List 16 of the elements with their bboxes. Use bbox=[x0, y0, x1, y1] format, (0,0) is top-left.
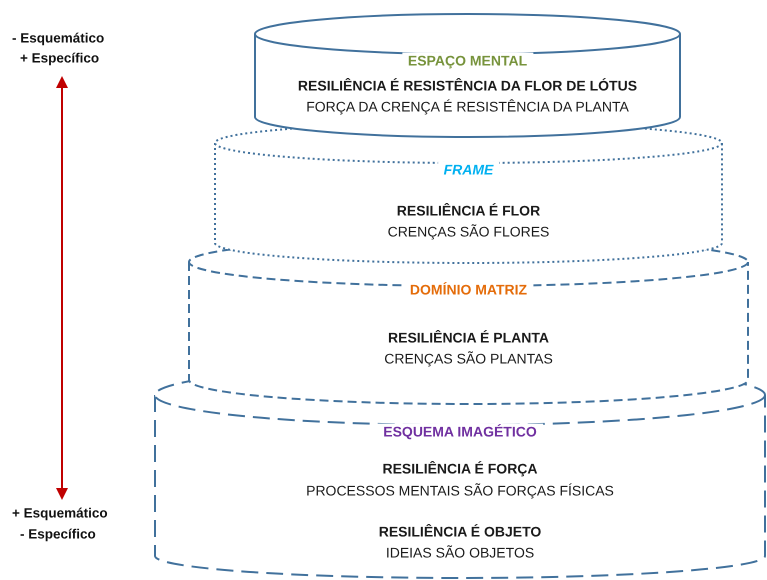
metaphor-text: IDEIAS SÃO OBJETOS bbox=[386, 544, 534, 562]
metaphor-heading: RESILIÊNCIA É RESISTÊNCIA DA FLOR DE LÓTUS bbox=[298, 78, 638, 94]
scale-label: - Específico bbox=[20, 526, 96, 542]
metaphor-heading: RESILIÊNCIA É FORÇA bbox=[382, 460, 538, 478]
metaphor-text: CRENÇAS SÃO PLANTAS bbox=[384, 350, 553, 368]
metaphor-text: PROCESSOS MENTAIS SÃO FORÇAS FÍSICAS bbox=[306, 482, 614, 500]
metaphor-heading: RESILIÊNCIA É OBJETO bbox=[378, 524, 542, 540]
tier-title: ESQUEMA IMAGÉTICO bbox=[377, 424, 543, 440]
metaphor-text: FORÇA DA CRENÇA É RESISTÊNCIA DA PLANTA bbox=[306, 98, 629, 116]
metaphor-heading: RESILIÊNCIA É FLOR bbox=[396, 202, 540, 220]
scale-label: + Específico bbox=[20, 50, 100, 66]
scale-label: + Esquemático bbox=[12, 506, 108, 520]
scale-label: - Esquemático bbox=[12, 30, 104, 46]
tier-title: ESPAÇO MENTAL bbox=[402, 52, 534, 70]
metaphor-text: CRENÇAS SÃO FLORES bbox=[388, 224, 550, 240]
metaphor-heading: RESILIÊNCIA É PLANTA bbox=[388, 330, 549, 346]
